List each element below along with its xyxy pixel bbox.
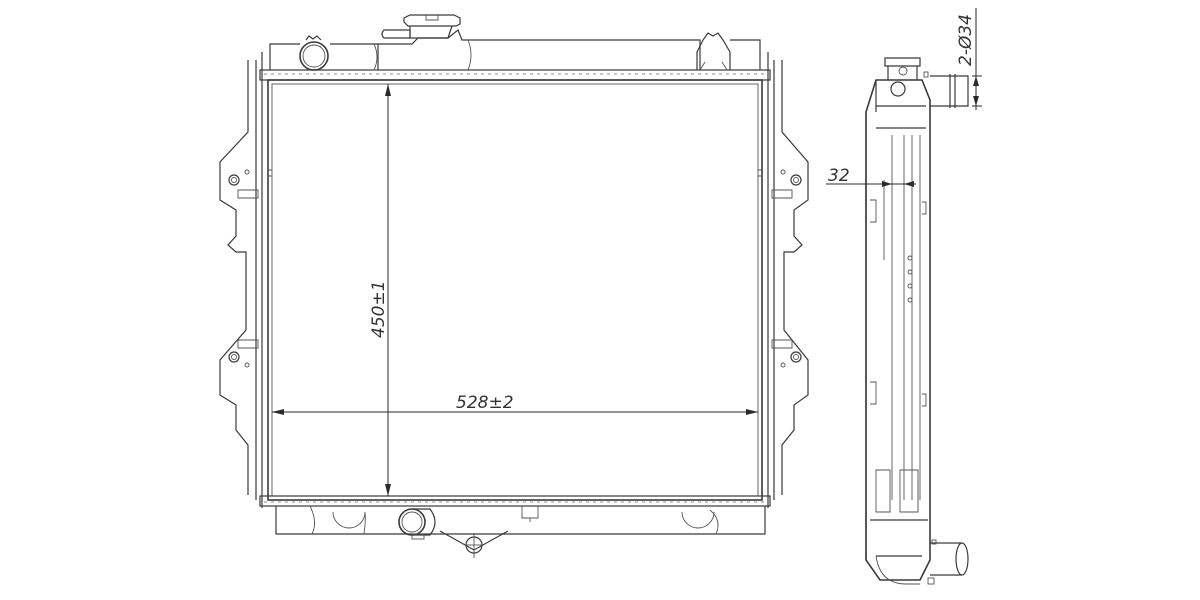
height-dimension-label: 450±1 bbox=[369, 280, 389, 338]
thickness-dimension-label: 32 bbox=[828, 166, 850, 186]
mounting-bolt-icon bbox=[228, 351, 240, 363]
side-inlet-pipe bbox=[930, 74, 969, 108]
inlet-pipe bbox=[299, 41, 329, 71]
height-dimension: 450±1 bbox=[369, 84, 391, 496]
left-side-plate bbox=[219, 52, 263, 508]
side-outlet-pipe bbox=[927, 539, 969, 585]
top-tank bbox=[259, 14, 771, 81]
drain-plug-icon bbox=[439, 530, 509, 558]
right-side-plate bbox=[767, 52, 809, 508]
pipe-diameter-dimension: 2-Ø34 bbox=[956, 8, 982, 110]
filler-cap-icon bbox=[381, 14, 461, 39]
thickness-dimension: 32 bbox=[826, 166, 916, 187]
outlet-pipe bbox=[398, 508, 426, 536]
side-view: 32 2-Ø34 bbox=[826, 8, 982, 585]
bottom-tank bbox=[259, 495, 771, 558]
width-dimension-label: 528±2 bbox=[456, 393, 514, 413]
mounting-bolt-icon bbox=[790, 351, 802, 363]
width-dimension: 528±2 bbox=[272, 393, 758, 415]
pipe-diameter-label: 2-Ø34 bbox=[956, 14, 976, 66]
radiator-core bbox=[267, 79, 763, 501]
front-view: 450±1 528±2 bbox=[219, 14, 809, 558]
mounting-bolt-icon bbox=[790, 174, 802, 186]
mounting-bolt-icon bbox=[228, 174, 240, 186]
side-filler-cap-icon bbox=[884, 57, 929, 80]
